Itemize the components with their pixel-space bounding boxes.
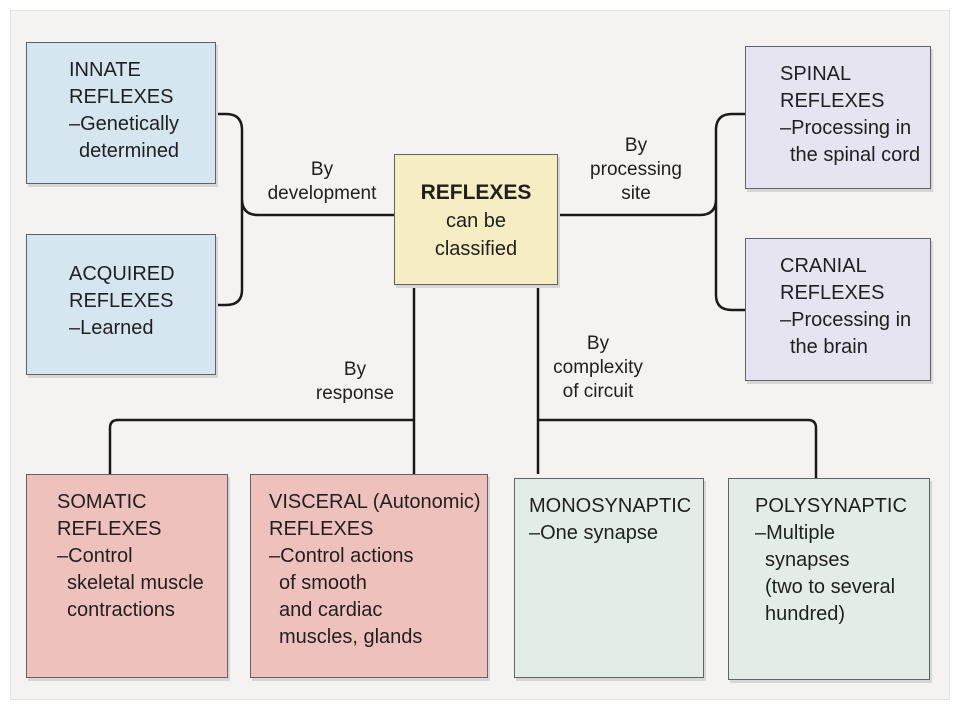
connector-response [108, 285, 416, 474]
spinal-line-1: REFLEXES [780, 90, 885, 112]
visceral-line-2: –Control actions [269, 545, 414, 567]
label-by-development: By development [252, 158, 392, 206]
monosynaptic-title: MONOSYNAPTIC [529, 495, 692, 517]
polysynaptic-box: POLYSYNAPTIC –Multiple synapses (two to … [728, 478, 930, 680]
label-by-processing-site: By processing site [566, 134, 706, 206]
somatic-line-4: contractions [67, 599, 175, 621]
polysynaptic-line-3: (two to several [765, 576, 896, 598]
spinal-line-3: the spinal cord [790, 144, 921, 166]
visceral-line-4: and cardiac [279, 599, 383, 621]
label-by-complexity: By complexity of circuit [536, 332, 660, 404]
label-development-line-2: development [267, 183, 377, 204]
spinal-line-2: –Processing in [780, 117, 912, 139]
label-complexity-line-3: of circuit [562, 381, 634, 402]
visceral-line-3: of smooth [279, 572, 367, 594]
polysynaptic-title: POLYSYNAPTIC [755, 495, 907, 517]
label-complexity-line-1: By [586, 333, 610, 354]
label-by-response: By response [300, 358, 410, 406]
center-line-1: can be [445, 210, 507, 232]
somatic-title: SOMATIC [57, 491, 147, 513]
cranial-title: CRANIAL [780, 255, 867, 277]
visceral-line-5: muscles, glands [279, 626, 423, 648]
label-complexity-line-2: complexity [553, 357, 643, 378]
cranial-line-3: the brain [790, 336, 868, 358]
cranial-reflexes-box: CRANIAL REFLEXES –Processing in the brai… [745, 238, 931, 381]
connector-complexity [536, 285, 818, 478]
somatic-line-1: REFLEXES [57, 518, 162, 540]
cranial-line-2: –Processing in [780, 309, 912, 331]
somatic-reflexes-box: SOMATIC REFLEXES –Control skeletal muscl… [26, 474, 228, 678]
polysynaptic-line-2: synapses [765, 549, 850, 571]
somatic-line-2: –Control [57, 545, 133, 567]
center-line-2: classified [434, 238, 518, 260]
innate-line-2: –Genetically [69, 113, 180, 135]
innate-line-3: determined [79, 140, 180, 162]
innate-reflexes-box: INNATE REFLEXES –Genetically determined [26, 42, 216, 184]
connector-development [216, 112, 394, 307]
acquired-line-1: REFLEXES [69, 290, 174, 312]
cranial-line-1: REFLEXES [780, 282, 885, 304]
connector-processing [558, 112, 745, 312]
spinal-title: SPINAL [780, 63, 852, 85]
visceral-reflexes-box: VISCERAL (Autonomic) REFLEXES –Control a… [250, 474, 488, 678]
label-processing-line-1: By [624, 135, 648, 156]
polysynaptic-line-1: –Multiple [755, 522, 836, 544]
label-response-line-1: By [343, 359, 367, 380]
spinal-reflexes-box: SPINAL REFLEXES –Processing in the spina… [745, 46, 931, 189]
innate-title: INNATE [69, 59, 141, 81]
monosynaptic-line-1: –One synapse [529, 522, 658, 544]
center-title: REFLEXES [420, 181, 532, 204]
somatic-line-3: skeletal muscle [67, 572, 204, 594]
label-processing-line-2: processing [590, 159, 682, 180]
monosynaptic-box: MONOSYNAPTIC –One synapse [514, 478, 704, 678]
visceral-line-1: REFLEXES [269, 518, 374, 540]
visceral-title: VISCERAL (Autonomic) [269, 491, 481, 513]
label-development-line-1: By [310, 159, 334, 180]
innate-line-1: REFLEXES [69, 86, 174, 108]
acquired-line-2: –Learned [69, 317, 154, 339]
acquired-title: ACQUIRED [69, 263, 175, 285]
acquired-reflexes-box: ACQUIRED REFLEXES –Learned [26, 234, 216, 375]
reflexes-center-box: REFLEXES can be classified [394, 154, 558, 285]
label-processing-line-3: site [621, 183, 651, 204]
polysynaptic-line-4: hundred) [765, 603, 846, 625]
label-response-line-2: response [315, 383, 395, 404]
